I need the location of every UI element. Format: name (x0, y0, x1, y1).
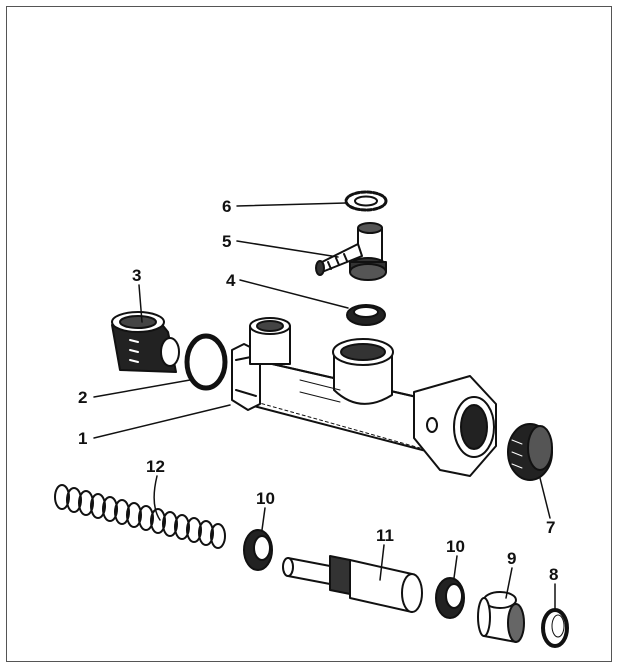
callout-10-right: 10 (446, 537, 465, 556)
leader-line-6 (236, 202, 347, 207)
callout-12: 12 (146, 457, 165, 476)
callout-11: 11 (376, 526, 394, 545)
circlip-part (541, 608, 569, 648)
leader-line-4 (239, 279, 349, 309)
leader-line-2 (93, 379, 191, 398)
callout-10-left: 10 (256, 489, 275, 508)
callout-1: 1 (78, 429, 87, 448)
leader-line-11 (379, 544, 385, 581)
spring-part (54, 484, 226, 549)
callout-8: 8 (549, 565, 558, 584)
leader-line-12 (153, 475, 161, 521)
leader-line-10b (453, 555, 458, 579)
cup-seal-part-right (435, 577, 465, 619)
housing-part (231, 317, 497, 477)
diagram-frame (6, 6, 612, 662)
grommet-part (346, 304, 386, 326)
lock-washer-part (344, 190, 388, 212)
callout-3: 3 (132, 266, 141, 285)
callout-6: 6 (222, 197, 231, 216)
leader-line-5 (236, 240, 339, 258)
cup-seal-part-left (243, 529, 273, 571)
piston-part (282, 555, 423, 613)
boot-part (507, 423, 553, 481)
callout-7: 7 (546, 518, 555, 537)
leader-line-1 (93, 404, 231, 439)
end-plug-part (111, 311, 180, 373)
callout-9: 9 (507, 549, 516, 568)
leader-line-9 (505, 567, 513, 599)
bushing-part (477, 591, 525, 643)
leader-line-3 (138, 284, 143, 323)
seal-ring-part (184, 333, 228, 391)
leader-line-7 (539, 477, 551, 519)
callout-5: 5 (222, 232, 231, 251)
callout-2: 2 (78, 388, 87, 407)
leader-lines (93, 202, 556, 611)
callout-4: 4 (226, 271, 236, 290)
leader-line-10a (261, 507, 266, 531)
hose-elbow-part (315, 222, 387, 281)
